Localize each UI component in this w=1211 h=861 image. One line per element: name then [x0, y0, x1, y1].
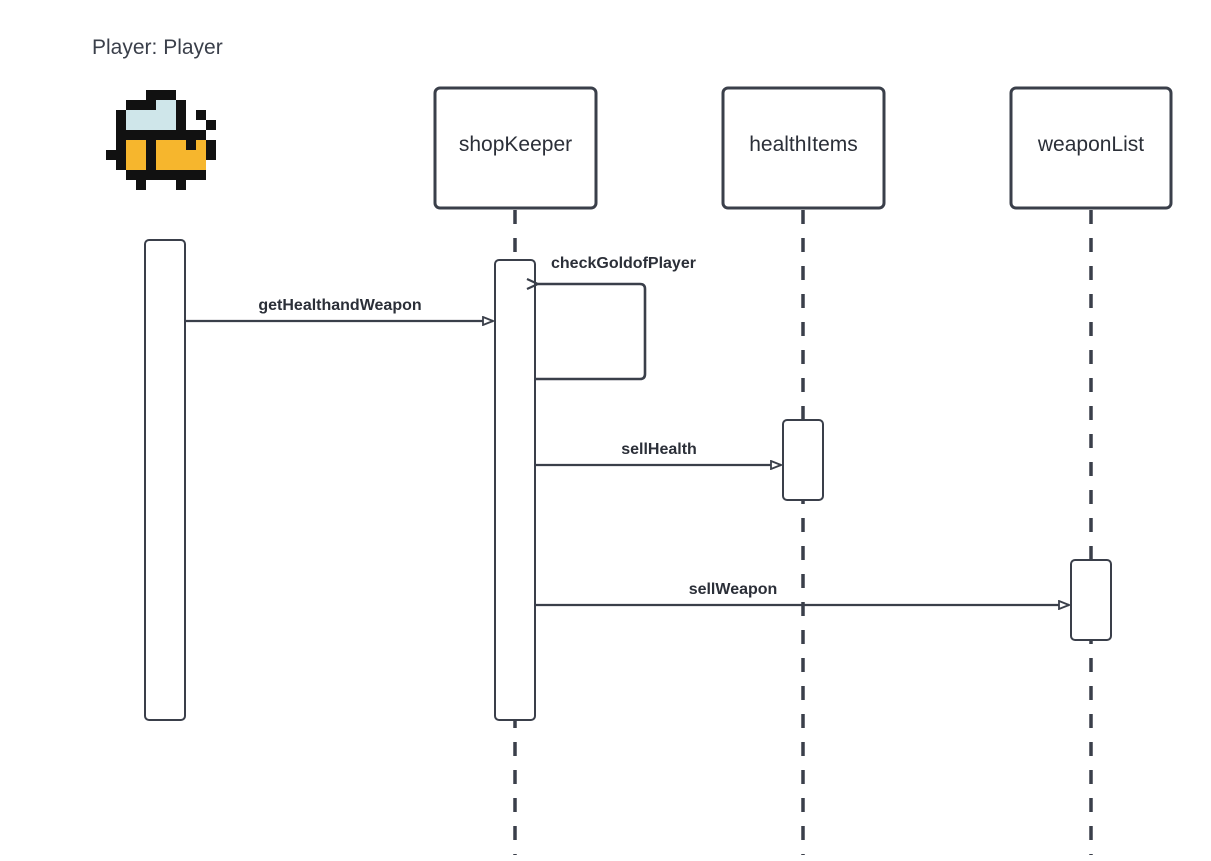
participant-healthitems-label: healthItems	[749, 133, 858, 156]
activation-weaponlist	[1070, 559, 1112, 641]
activation-player	[144, 239, 186, 721]
message-sell-health: sellHealth	[536, 441, 781, 465]
message-sell-weapon: sellWeapon	[536, 581, 1069, 605]
message-sell-health-label: sellHealth	[621, 441, 697, 458]
message-check-gold-of-player: checkGoldofPlayer	[536, 255, 696, 381]
message-get-health-and-weapon: getHealthandWeapon	[186, 297, 493, 321]
bee-actor-icon	[96, 80, 236, 220]
participant-weaponlist-label: weaponList	[1037, 133, 1144, 156]
player-label: Player: Player	[92, 36, 223, 59]
participant-healthitems: healthItems	[721, 86, 886, 210]
message-check-gold-of-player-label: checkGoldofPlayer	[551, 255, 696, 272]
activation-shopkeeper	[494, 259, 536, 721]
message-sell-weapon-label: sellWeapon	[689, 581, 778, 598]
participant-shopkeeper-label: shopKeeper	[459, 133, 572, 156]
participant-weaponlist: weaponList	[1009, 86, 1173, 210]
activation-healthitems	[782, 419, 824, 501]
participant-shopkeeper: shopKeeper	[433, 86, 598, 210]
message-get-health-and-weapon-label: getHealthandWeapon	[258, 297, 421, 314]
